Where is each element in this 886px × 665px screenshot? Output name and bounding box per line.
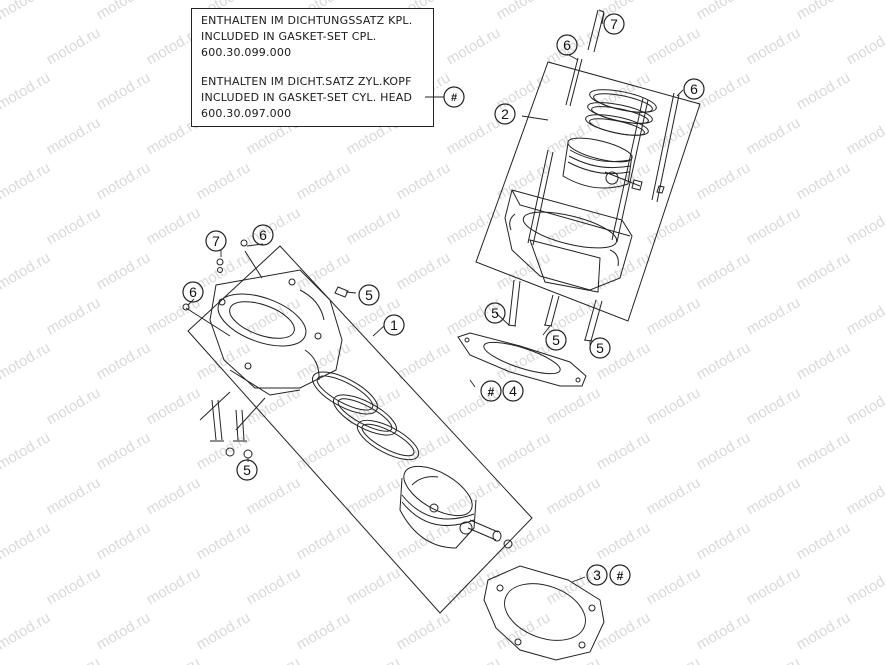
piston-pin xyxy=(429,503,513,549)
legend-line-6: 600.30.097.000 xyxy=(201,107,292,120)
callout-4: 4 xyxy=(509,383,517,399)
legend-line-5: INCLUDED IN GASKET-SET CYL. HEAD xyxy=(201,91,413,104)
upper-piston xyxy=(562,137,641,189)
callout-1: 1 xyxy=(390,317,398,333)
legend-line-3: 600.30.099.000 xyxy=(201,46,292,59)
legend-line-4: ENTHALTEN IM DICHT.SATZ ZYL.KOPF xyxy=(201,75,412,88)
callout-6-mid: 6 xyxy=(259,227,267,243)
legend-line-2: INCLUDED IN GASKET-SET CPL. xyxy=(201,30,377,43)
callout-5-upper-c: 5 xyxy=(596,340,604,356)
leader-lines xyxy=(187,12,684,583)
upper-assembly xyxy=(475,9,701,342)
callout-circles xyxy=(182,13,705,586)
callout-7-left: 7 xyxy=(212,233,220,249)
base-gasket xyxy=(483,565,605,661)
callout-5-mid: 5 xyxy=(365,287,373,303)
callout-6-top: 6 xyxy=(563,37,571,53)
upper-studs xyxy=(527,9,680,246)
lower-bolts xyxy=(199,391,266,459)
callout-6-left: 6 xyxy=(189,284,197,300)
callout-2: 2 xyxy=(501,106,509,122)
legend-hash-marker: # xyxy=(451,92,457,104)
lower-assembly xyxy=(182,239,533,614)
upper-assembly-outline xyxy=(475,61,701,322)
legend-line-1: ENTHALTEN IM DICHTUNGSSATZ KPL. xyxy=(201,14,413,27)
lower-piston-rings xyxy=(312,371,420,461)
callout-5-upper-a: 5 xyxy=(491,305,499,321)
legend-box: ENTHALTEN IM DICHTUNGSSATZ KPL. INCLUDED… xyxy=(191,8,434,127)
lower-assembly-outline xyxy=(187,245,533,614)
callout-hash-3: # xyxy=(617,569,624,583)
callout-3: 3 xyxy=(593,567,601,583)
callout-5-lower: 5 xyxy=(243,462,251,478)
callout-6-right: 6 xyxy=(690,81,698,97)
upper-bolts xyxy=(507,279,603,342)
upper-piston-rings xyxy=(585,89,657,136)
callout-5-upper-b: 5 xyxy=(552,332,560,348)
lower-piston xyxy=(399,465,477,549)
lower-dowels xyxy=(182,239,349,337)
callout-hash-4: # xyxy=(488,385,495,399)
head-gasket xyxy=(457,332,587,387)
callout-7-top: 7 xyxy=(610,16,618,32)
